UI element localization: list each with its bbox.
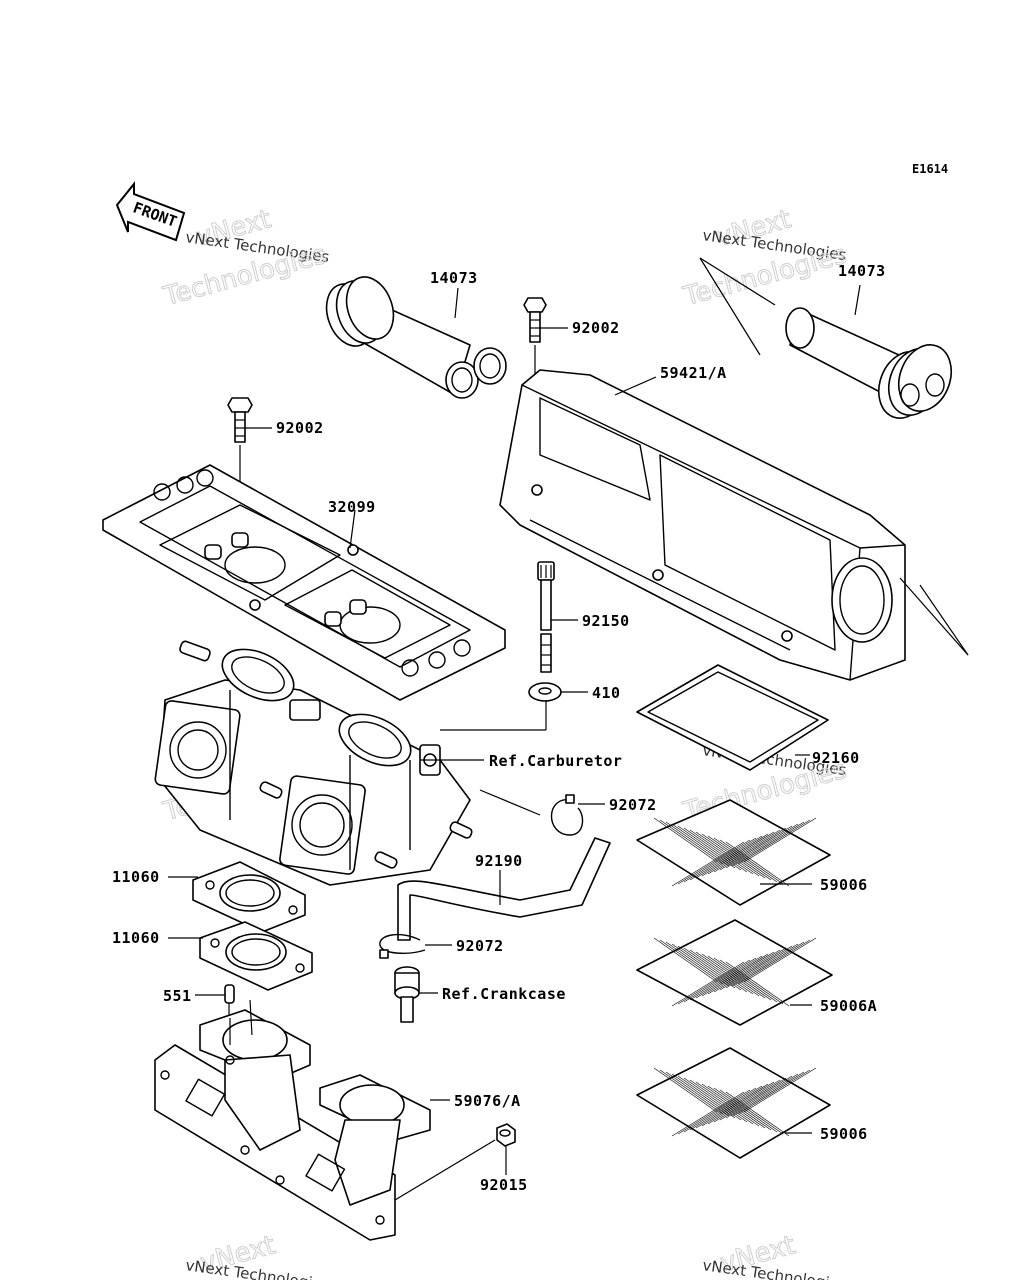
label-59006A: 59006A [820,997,877,1015]
part-11060-gasket-b [199,921,313,991]
front-arrow-icon: FRONT [115,181,186,242]
label-92015: 92015 [480,1176,528,1194]
label-14073-right: 14073 [838,262,886,280]
label-59006-a: 59006 [820,876,868,894]
part-14073-left [325,276,507,399]
part-92190-hose [397,837,611,941]
label-11060-a: 11060 [112,868,160,886]
watermark-top-left: vNext vNext Technologies Technologies [159,204,330,313]
watermark-bottom-left: vNext vNext Technologies [184,1230,330,1280]
label-92190: 92190 [475,852,523,870]
part-59076-manifold [154,1009,431,1241]
label-14073-left: 14073 [430,269,478,287]
label-92002-top: 92002 [572,319,620,337]
label-59006-b: 59006 [820,1125,868,1143]
label-32099: 32099 [328,498,376,516]
part-92150-stud [537,561,555,673]
label-92150: 92150 [582,612,630,630]
part-59006-screen-b [636,1047,831,1159]
part-92072-clamp-b [379,933,426,959]
label-92072-b: 92072 [456,937,504,955]
part-92002-left-bolt [227,397,253,443]
watermark-top-right: vNext vNext Technologies Technologies [679,204,850,313]
part-92015-nut [496,1123,516,1147]
label-ref-crankcase: Ref.Crankcase [442,985,566,1003]
label-551: 551 [163,987,192,1005]
part-92072-clamp-a [550,794,584,836]
part-59421-airbox [499,369,906,681]
part-59006A-screen [636,919,833,1026]
part-92002-top-bolt [523,297,547,343]
label-410: 410 [592,684,621,702]
part-32099-plate [102,464,506,701]
diagram-code: E1614 [912,162,948,176]
label-92072-a: 92072 [609,796,657,814]
label-92160: 92160 [812,749,860,767]
label-11060-b: 11060 [112,929,160,947]
part-410-washer [528,682,562,702]
part-11060-gasket-a [192,861,306,933]
part-92160-gasket [636,664,829,771]
label-92002-left: 92002 [276,419,324,437]
label-59421: 59421/A [660,364,727,382]
part-crankcase-bolt [394,966,420,1023]
part-551-pin [224,984,235,1018]
watermark-bottom-right: vNext vNext Technologies [701,1230,847,1280]
label-ref-carburetor: Ref.Carburetor [489,752,622,770]
part-14073-right [785,307,953,419]
part-59006-screen-a [636,799,831,906]
label-59076: 59076/A [454,1092,521,1110]
